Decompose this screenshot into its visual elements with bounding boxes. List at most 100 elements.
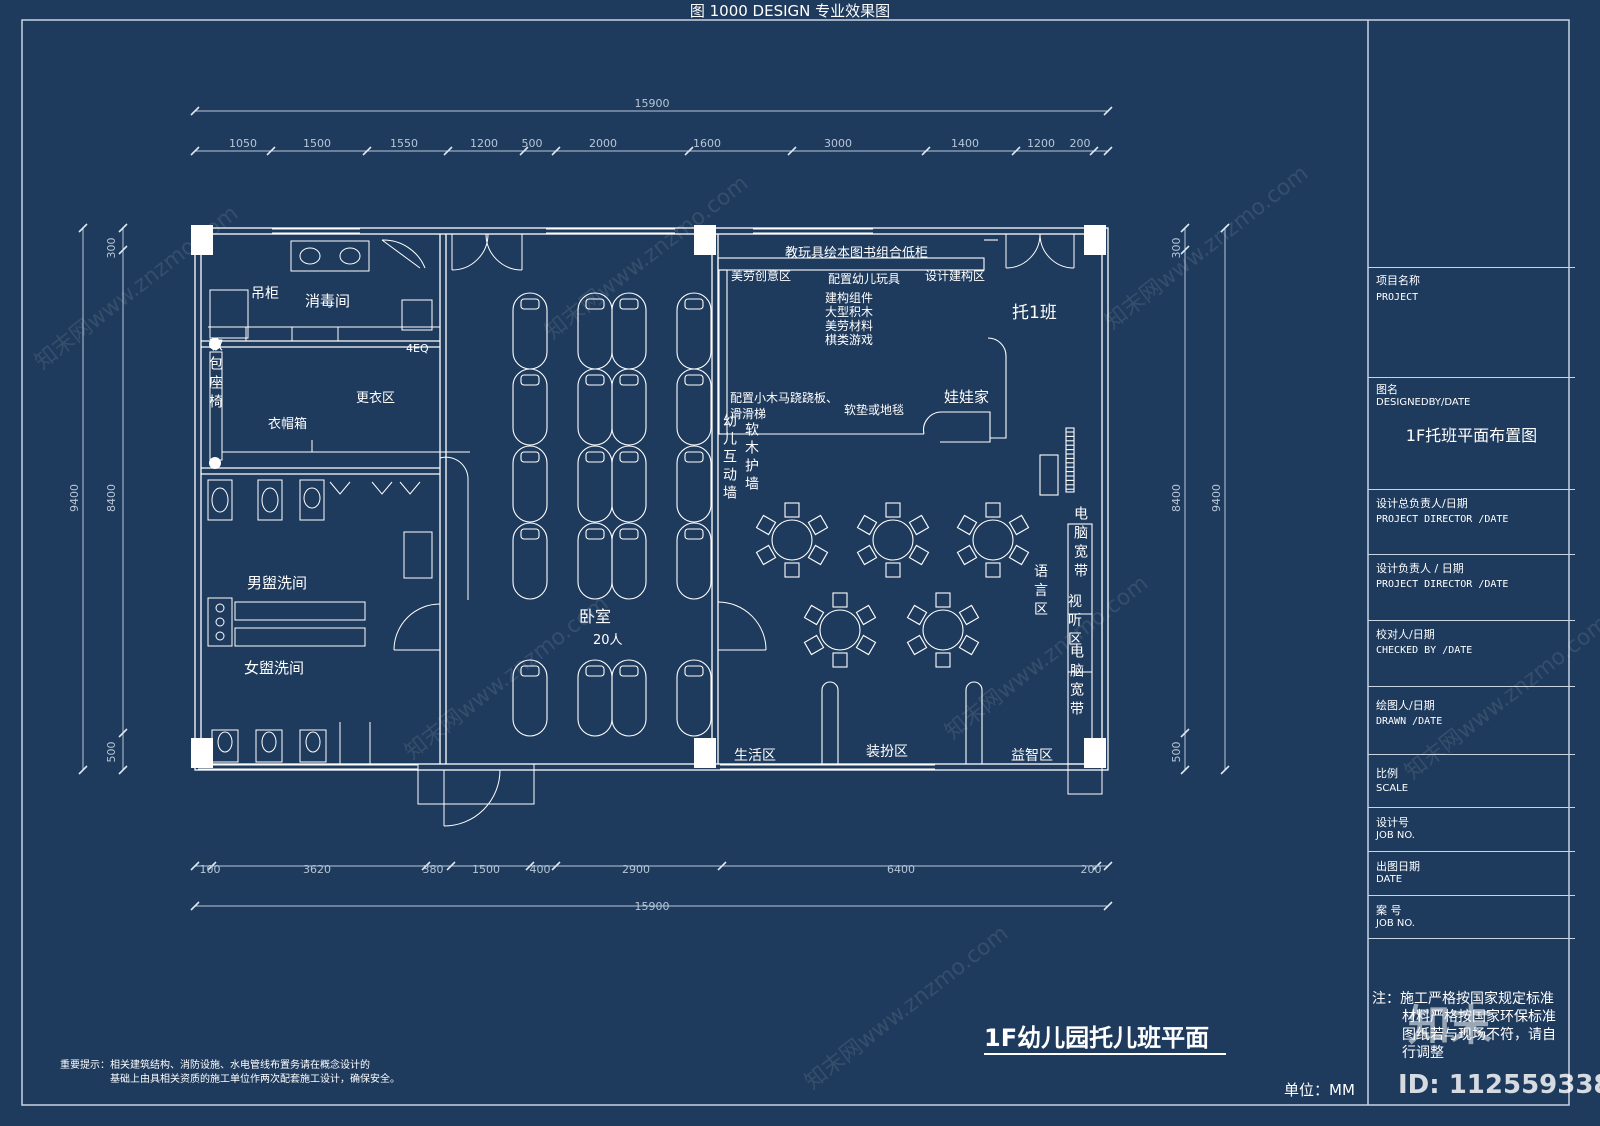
important-note-line1: 相关建筑结构、消防设施、水电管线布置务请在概念设计的: [110, 1060, 370, 1071]
bed: [577, 368, 613, 446]
tb-project: 项目名称 PROJECT: [1368, 267, 1575, 377]
columns: [191, 225, 1106, 768]
round-table: [856, 502, 930, 578]
dim-bottom-overall: 15900: [635, 900, 670, 913]
header-partial: 图 1000 DESIGN 专业效果图: [690, 2, 890, 20]
label-art-area: 美劳创意区: [731, 268, 791, 283]
dim-bottom-4: 1500: [472, 863, 500, 876]
dim-left-bottom: 500: [105, 742, 118, 763]
tb-checker-cn: 校对人/日期: [1376, 628, 1435, 641]
label-toys-config: 配置幼儿玩具: [828, 272, 900, 286]
dim-bottom-3: 380: [423, 863, 444, 876]
label-class-name: 托1班: [1012, 303, 1057, 323]
dimension-labels: 15900 1050 1500 1550 1200 500 2000 1600 …: [68, 97, 1223, 913]
bed: [577, 445, 613, 523]
tb-design-no: 设计号 JOB NO.: [1368, 807, 1575, 851]
bed: [676, 445, 712, 523]
dim-bottom-2: 3620: [303, 863, 331, 876]
watermark-logo: 知末: [1408, 1001, 1492, 1050]
label-toy-item-3: 美劳材料: [825, 319, 873, 333]
round-table: [906, 592, 980, 668]
tb-scale: 比例 SCALE: [1368, 754, 1575, 807]
dim-top-overall: 15900: [635, 97, 670, 110]
tb-case-no-en: JOB NO.: [1376, 918, 1415, 929]
dim-top-2: 1500: [303, 137, 331, 150]
label-boys-washroom: 男盥洗间: [247, 574, 307, 592]
tb-issue-date: 出图日期 DATE: [1368, 851, 1575, 895]
remark-line1: 注：施工严格按国家规定标准: [1372, 991, 1554, 1007]
flower-icon: [209, 457, 221, 469]
label-toy-item-4: 棋类游戏: [825, 333, 873, 347]
tb-scale-en: SCALE: [1376, 783, 1409, 794]
drawing-title: 1F幼儿园托儿班平面: [984, 1024, 1209, 1052]
dim-left-inner: 8400: [105, 484, 118, 512]
label-girls-washroom: 女盥洗间: [244, 659, 304, 677]
bed: [512, 292, 548, 370]
flower-icon-group: [209, 338, 221, 469]
activity-furniture: [717, 239, 1093, 765]
tb-drawing-name: 图名 DESIGNEDBY/DATE 1F托班平面布置图: [1368, 377, 1575, 489]
label-bedroom: 卧室: [579, 607, 611, 626]
bed: [577, 659, 613, 737]
bed: [512, 368, 548, 446]
vertical-label-language-area: 语言区: [1032, 564, 1048, 621]
unit-label: 单位：MM: [1284, 1081, 1355, 1099]
remark: 注：施工严格按国家规定标准 材料严格按国家环保标准 图纸若与现场不符，请自 行调…: [1372, 990, 1568, 1062]
tb-issue-date-cn: 出图日期: [1376, 860, 1420, 873]
bedroom-beds: [512, 292, 712, 737]
important-note-line2: 基础上由具相关资质的施工单位作两次配套施工设计，确保安全。: [110, 1074, 400, 1085]
dim-top-5: 500: [522, 137, 543, 150]
tb-issue-date-en: DATE: [1376, 874, 1403, 885]
dim-bottom-7: 6400: [887, 863, 915, 876]
doors: [381, 233, 1103, 827]
vertical-labels: 软包座椅幼儿互动墙软木护墙语言区电脑宽带视听区电脑宽带: [207, 337, 1088, 720]
dim-top-6: 2000: [589, 137, 617, 150]
important-note-label: 重要提示：: [60, 1060, 110, 1071]
tb-project-cn: 项目名称: [1376, 274, 1420, 287]
tb-drawer-cn: 绘图人/日期: [1376, 699, 1435, 712]
dim-top-9: 1400: [951, 137, 979, 150]
dim-left-top: 300: [105, 238, 118, 259]
vertical-label-pc-broadband-1: 电脑宽带: [1072, 506, 1088, 582]
label-soft-mat: 软垫或地毯: [844, 402, 904, 417]
tb-drawing-name-en: DESIGNEDBY/DATE: [1376, 397, 1471, 408]
bed: [512, 522, 548, 600]
tb-design-no-en: JOB NO.: [1376, 830, 1415, 841]
tb-case-no: 案 号 JOB NO.: [1368, 895, 1575, 939]
tb-chief-designer: 设计总负责人/日期 PROJECT DIRECTOR /DATE: [1368, 489, 1575, 554]
dim-right-top: 300: [1170, 238, 1183, 259]
bed: [676, 292, 712, 370]
label-toy-item-2: 大型积木: [825, 305, 873, 319]
label-rocking-horse: 配置小木马跷跷板、: [730, 390, 838, 405]
dim-bottom-5: 400: [530, 863, 551, 876]
round-table: [803, 592, 877, 668]
vertical-label-pc-broadband-2: 电脑宽带: [1068, 644, 1084, 720]
label-life-area: 生活区: [734, 748, 776, 764]
dimension-lines: [82, 110, 1226, 907]
dim-right-inner: 8400: [1170, 484, 1183, 512]
bed: [676, 659, 712, 737]
round-table: [755, 502, 829, 578]
vertical-label-interactive-wall: 幼儿互动墙: [721, 413, 737, 503]
dim-top-3: 1550: [390, 137, 418, 150]
sheet-border: [21, 19, 1570, 1106]
vertical-label-av-area: 视听区: [1066, 594, 1082, 651]
vertical-label-soft-bench: 软包座椅: [207, 337, 223, 413]
watermark-id: ID: 1125593388: [1398, 1070, 1600, 1100]
bed: [611, 445, 647, 523]
label-puzzle-area: 益智区: [1011, 748, 1053, 764]
dim-top-11: 200: [1070, 137, 1091, 150]
tb-design-no-cn: 设计号: [1376, 816, 1409, 829]
label-disinfection-room: 消毒间: [305, 292, 350, 310]
tb-project-en: PROJECT: [1376, 292, 1419, 303]
bed: [512, 659, 548, 737]
tb-designer-en: PROJECT DIRECTOR /DATE: [1376, 579, 1509, 590]
dim-right-overall: 9400: [1210, 484, 1223, 512]
tb-designer-cn: 设计负责人 / 日期: [1376, 562, 1464, 575]
washroom-fixtures: [207, 479, 433, 764]
bed: [512, 445, 548, 523]
dimension-ticks: [78, 106, 1230, 911]
vertical-label-cork-wall: 软木护墙: [743, 422, 759, 494]
flower-icon: [209, 338, 221, 350]
